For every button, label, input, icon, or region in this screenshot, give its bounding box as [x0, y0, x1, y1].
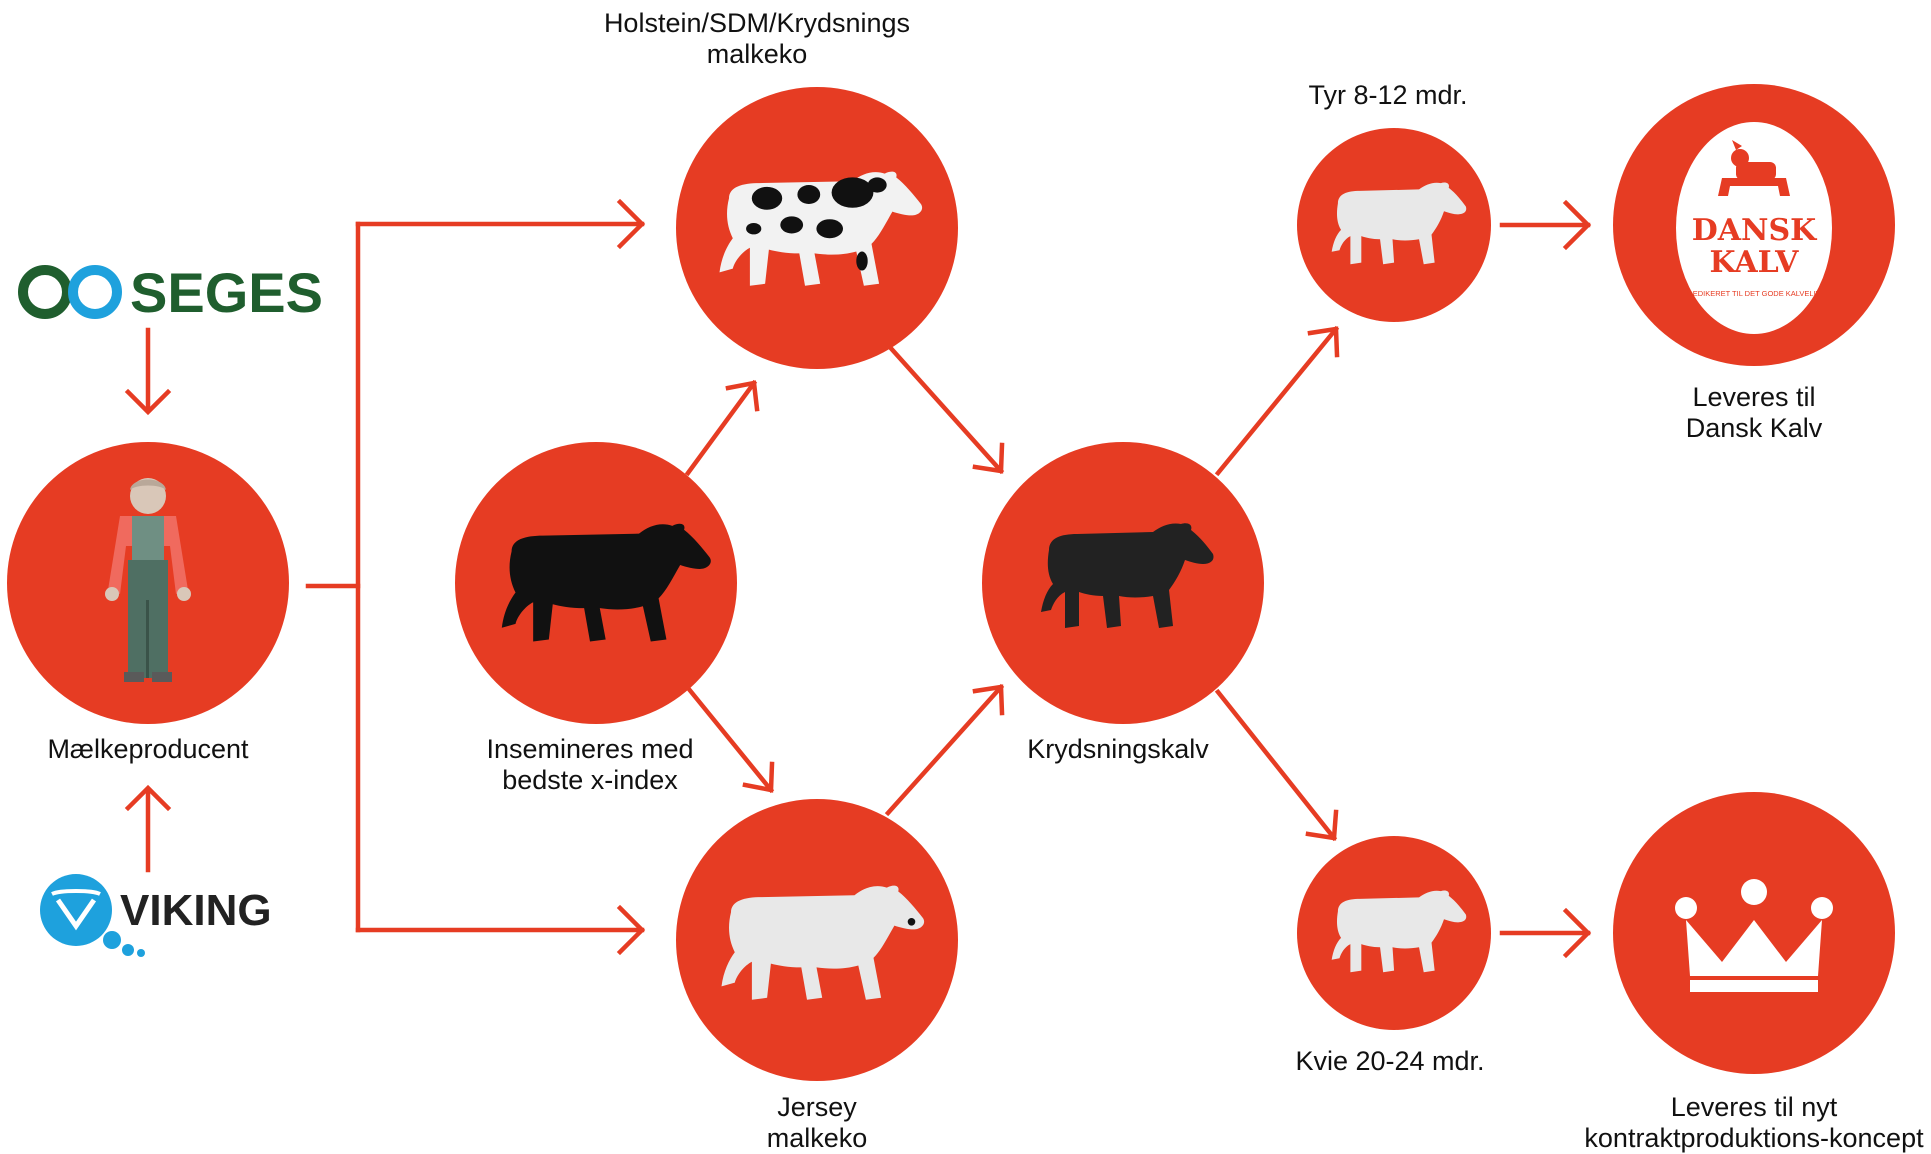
seges-logo: SEGES	[18, 261, 323, 324]
jersey-cow-icon	[721, 885, 925, 1000]
dansk-kalv-logo: DANSK KALV DEDIKERET TIL DET GODE KALVEL…	[1676, 122, 1832, 334]
label-jersey: Jersey malkeko	[766, 1092, 868, 1153]
label-insemination: Insemineres med bedste x-index	[486, 734, 694, 795]
label-producer: Mælkeproducent	[47, 734, 249, 764]
label-holstein: Holstein/SDM/Krydsnings malkeko	[603, 8, 911, 69]
arrow-calf-to-bull	[1214, 325, 1340, 477]
svg-text:DEDIKERET TIL DET GODE KALVELI: DEDIKERET TIL DET GODE KALVELIV	[1687, 289, 1820, 298]
arrow-insemination-to-jersey	[684, 684, 775, 794]
crown-icon	[1675, 879, 1833, 992]
arrow-insemination-to-holstein	[684, 379, 758, 477]
arrow-holstein-to-calf	[884, 341, 1005, 475]
label-heifer: Kvie 20-24 mdr.	[1295, 1046, 1485, 1076]
arrow-calf-to-heifer	[1214, 688, 1338, 842]
label-new-concept: Leveres til nyt kontraktproduktions-konc…	[1584, 1092, 1924, 1153]
svg-text:KALV: KALV	[1710, 245, 1800, 280]
farmer-icon	[105, 478, 191, 682]
node-circles	[7, 84, 1895, 1081]
arrow-jersey-to-calf	[884, 683, 1005, 817]
spotted-cow-icon	[719, 171, 923, 286]
svg-text:VIKING: VIKING	[120, 886, 272, 935]
label-crossbred-calf: Krydsningskalv	[1027, 734, 1209, 764]
label-dansk-kalv: Leveres til Dansk Kalv	[1685, 382, 1823, 443]
calf-emblem-icon	[1718, 140, 1790, 196]
viking-logo: VIKING	[40, 874, 272, 957]
label-bull-calf: Tyr 8-12 mdr.	[1308, 80, 1468, 110]
svg-text:SEGES: SEGES	[130, 261, 323, 324]
svg-text:DANSK: DANSK	[1692, 213, 1817, 248]
connectors	[124, 198, 1592, 959]
